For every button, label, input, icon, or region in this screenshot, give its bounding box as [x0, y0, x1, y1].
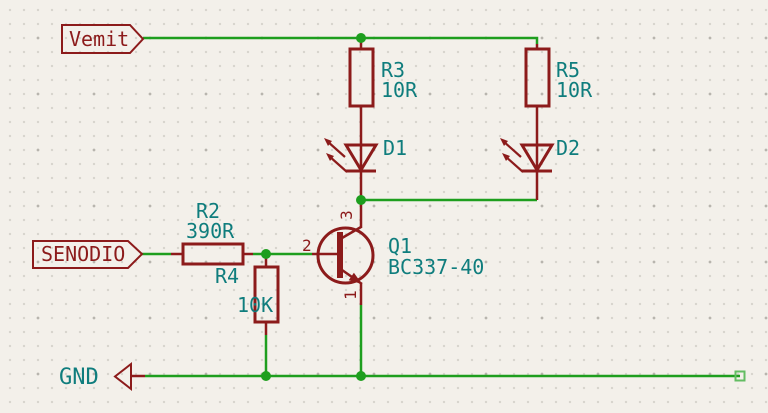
q1-pin-number-emitter: 1	[341, 290, 360, 300]
r2-reference[interactable]: R2	[196, 199, 220, 223]
q1-collector-diagonal	[341, 225, 362, 240]
r5-reference[interactable]: R5	[556, 58, 580, 82]
component-d2[interactable]: D2	[500, 106, 580, 200]
component-r5[interactable]: R5 10R	[524, 44, 593, 108]
d1-light-arrow-1	[326, 140, 346, 158]
wire-vemit-rail[interactable]	[143, 36, 539, 44]
d1-reference[interactable]: D1	[383, 136, 407, 160]
q1-emitter-arrowhead	[348, 272, 362, 284]
junction-r2-r4-base[interactable]	[261, 249, 271, 259]
component-r2[interactable]: R2 390R	[171, 199, 253, 266]
r3-body	[348, 47, 375, 108]
q1-reference[interactable]: Q1	[388, 234, 412, 258]
junction-d1-collector[interactable]	[356, 195, 366, 205]
component-r3[interactable]: R3 10R	[348, 38, 418, 108]
junction-r4-gnd[interactable]	[261, 371, 271, 381]
d2-triangle	[519, 143, 555, 173]
junction-emitter-gnd[interactable]	[356, 371, 366, 381]
r3-value[interactable]: 10R	[381, 78, 418, 102]
net-label-vemit-outline	[61, 24, 145, 54]
component-d1[interactable]: D1	[324, 106, 407, 228]
net-label-vemit[interactable]: Vemit	[61, 24, 145, 54]
d1-triangle	[343, 143, 379, 173]
q1-pin-number-base: 2	[302, 236, 312, 255]
q1-body-circle	[316, 226, 375, 285]
r4-reference[interactable]: R4	[215, 264, 239, 288]
q1-pin-number-collector: 3	[337, 210, 356, 220]
r4-value[interactable]: 10K	[237, 293, 273, 317]
net-label-gnd-text: GND	[59, 365, 99, 390]
d2-light-arrow-1	[502, 140, 522, 158]
net-label-senodio-text: SENODIO	[41, 242, 125, 266]
q1-base-bar	[337, 232, 343, 278]
r2-value[interactable]: 390R	[186, 219, 235, 243]
d2-light-arrow-2	[504, 155, 524, 173]
q1-value[interactable]: BC337-40	[388, 255, 484, 279]
d1-light-arrowhead-2	[326, 153, 334, 161]
d2-light-arrowhead-2	[502, 153, 510, 161]
d2-reference[interactable]: D2	[556, 136, 580, 160]
junction-vemit-r3[interactable]	[356, 33, 366, 43]
d1-light-arrow-2	[328, 155, 348, 173]
net-label-vemit-text: Vemit	[69, 27, 129, 51]
gnd-arrow-icon	[113, 361, 132, 392]
net-label-senodio[interactable]: SENODIO	[32, 240, 144, 269]
d2-light-arrowhead-1	[500, 138, 508, 146]
r5-value[interactable]: 10R	[556, 78, 593, 102]
r2-body	[181, 242, 245, 266]
d1-light-arrowhead-1	[324, 138, 332, 146]
r3-reference[interactable]: R3	[381, 58, 405, 82]
net-label-senodio-outline	[32, 240, 144, 269]
wire-dangling-end-marker	[734, 370, 746, 382]
component-r4[interactable]: R4 10K	[215, 254, 280, 335]
component-q1[interactable]: 3 2 1 Q1 BC337-40	[302, 210, 484, 305]
r5-body	[524, 47, 551, 108]
net-label-gnd[interactable]: GND	[59, 361, 145, 392]
